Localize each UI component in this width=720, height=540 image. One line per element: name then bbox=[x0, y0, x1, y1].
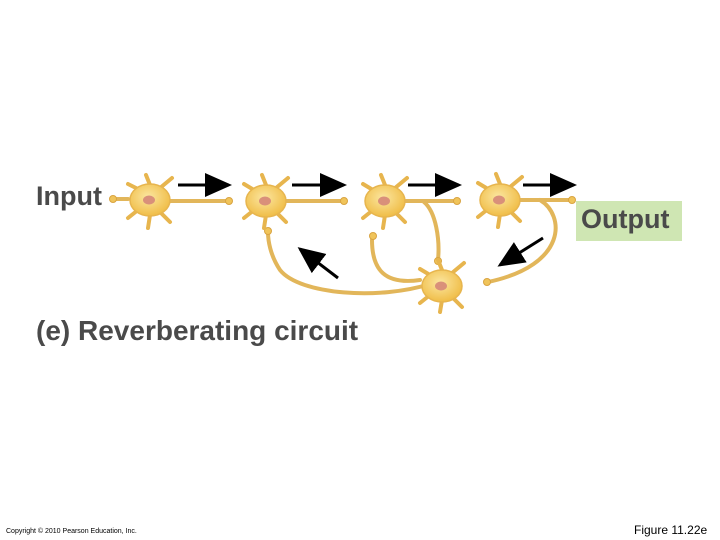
neuron-4 bbox=[476, 172, 524, 229]
arrow-feedback-left bbox=[297, 247, 339, 280]
arrow-feedback-right bbox=[497, 236, 544, 267]
figure-number: Figure 11.22e bbox=[634, 523, 708, 537]
axon-5-to-3 bbox=[370, 238, 422, 283]
output-highlight bbox=[576, 201, 682, 241]
axon-5-to-2 bbox=[266, 230, 432, 296]
input-label: Input bbox=[36, 181, 102, 211]
neuron-3 bbox=[361, 173, 409, 230]
copyright-text: Copyright © 2010 Pearson Education, Inc. bbox=[6, 528, 137, 535]
axon-fibers bbox=[110, 197, 574, 296]
output-label: Output bbox=[581, 204, 670, 234]
direction-arrows bbox=[178, 173, 577, 280]
neuron-1 bbox=[126, 173, 174, 230]
neuron-5 bbox=[418, 258, 466, 314]
figure-caption: (e) Reverberating circuit bbox=[36, 315, 359, 346]
axon-4-to-5 bbox=[486, 198, 558, 284]
axon-3-to-5 bbox=[422, 200, 441, 262]
neuron-2 bbox=[242, 173, 290, 230]
